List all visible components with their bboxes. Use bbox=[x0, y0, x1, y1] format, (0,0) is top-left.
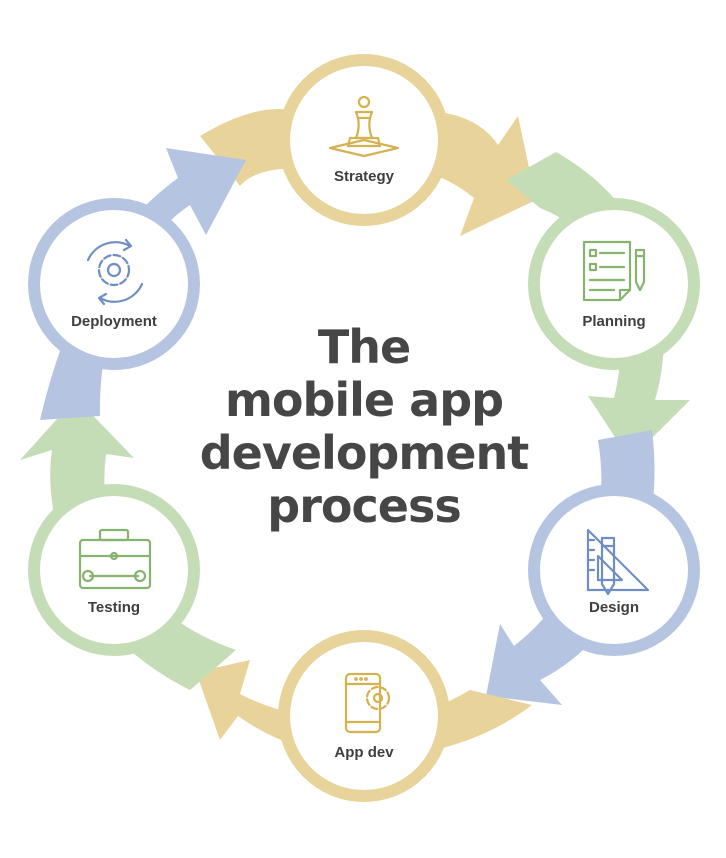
ruler-pencil-icon bbox=[586, 528, 650, 596]
arrow-testing-to-deployment bbox=[20, 398, 236, 690]
phone-gear-icon bbox=[344, 672, 391, 734]
stage-planning-label: Planning bbox=[582, 313, 645, 330]
chess-pawn-icon bbox=[328, 95, 400, 158]
toolbox-wrench-icon bbox=[78, 528, 152, 590]
diagram-title: The mobile app development process bbox=[200, 320, 529, 533]
stage-app-dev-label: App dev bbox=[334, 744, 394, 761]
arrow-planning-to-design bbox=[506, 152, 690, 460]
stage-app-dev: App dev bbox=[278, 630, 450, 802]
stage-deployment: Deployment bbox=[28, 198, 200, 370]
checklist-pencil-icon bbox=[582, 240, 646, 302]
stage-design-label: Design bbox=[589, 599, 639, 616]
stage-strategy-label: Strategy bbox=[334, 168, 395, 185]
title-line-3: development bbox=[200, 426, 528, 480]
stage-deployment-label: Deployment bbox=[71, 313, 157, 330]
stage-testing-label: Testing bbox=[88, 599, 140, 616]
title-line-4: process bbox=[267, 479, 460, 533]
title-line-2: mobile app bbox=[225, 373, 503, 427]
gear-cycle-icon bbox=[86, 238, 144, 306]
stage-testing: Testing bbox=[28, 484, 200, 656]
stage-planning: Planning bbox=[528, 198, 700, 370]
stage-strategy: Strategy bbox=[278, 54, 450, 226]
stage-design: Design bbox=[528, 484, 700, 656]
title-line-1: The bbox=[318, 320, 410, 374]
